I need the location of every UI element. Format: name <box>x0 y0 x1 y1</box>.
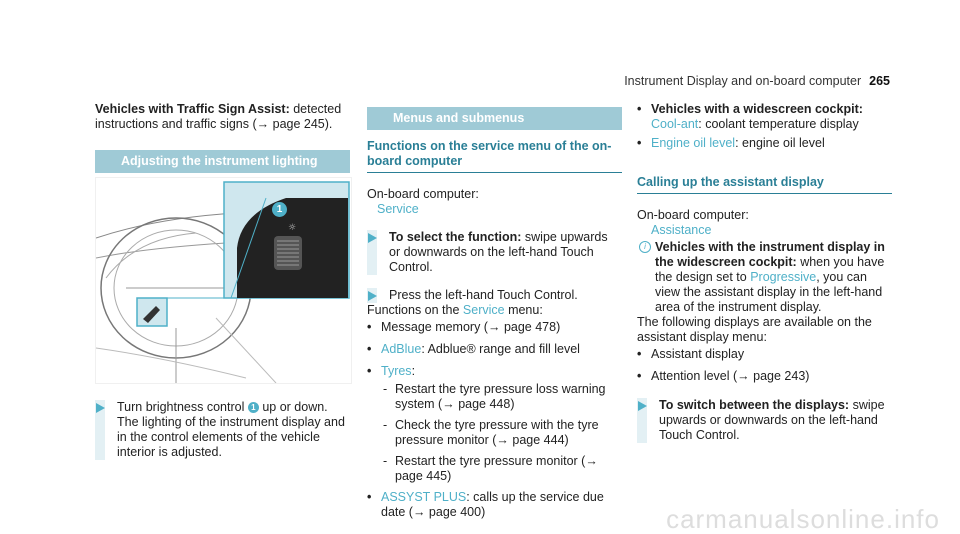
functions-text-a: Functions on the <box>367 303 463 317</box>
assistance-path: Assistance <box>651 223 712 237</box>
message-memory-text: Message memory (→ page 478) <box>381 320 561 334</box>
list-item: Vehicles with a widescreen cockpit: Cool… <box>637 102 892 132</box>
section-bar-menus: Menus and submenus <box>367 107 622 130</box>
functions-line: Functions on the Service menu: <box>367 303 622 318</box>
coolant-list: Vehicles with a widescreen cockpit: Cool… <box>637 102 892 151</box>
info-bold: Vehicles with the instrument display in … <box>655 240 885 269</box>
list-item: AdBlue: Adblue® range and fill level <box>367 342 622 357</box>
assistant-display-heading: Calling up the assistant display <box>637 175 892 194</box>
assyst-plus-text: : calls up the service due date (→ page … <box>381 490 604 519</box>
arrow-icon <box>96 403 105 413</box>
coolant-text: : coolant temperature display <box>698 117 859 131</box>
step-text-a: Turn brightness control <box>117 400 248 414</box>
tyres-colon: : <box>411 364 416 378</box>
switch-step-bold: To switch between the displays: <box>659 398 850 412</box>
brightness-step: Turn brightness control 1 up or down. Th… <box>95 400 350 460</box>
engine-oil-link[interactable]: Engine oil level <box>651 136 736 150</box>
assyst-plus-link[interactable]: ASSYST PLUS <box>381 490 467 504</box>
sublist-item: Restart the tyre pressure loss warning s… <box>381 382 622 412</box>
info-text-a: when you have the design set to <box>655 255 885 284</box>
service-menu-heading: Functions on the service menu of the on-… <box>367 139 622 173</box>
progressive-link[interactable]: Progressive <box>750 270 817 284</box>
step-text-b: up or down. <box>258 400 328 414</box>
list-item: Message memory (→ page 478) <box>367 320 622 335</box>
info-note: i Vehicles with the instrument display i… <box>637 240 892 315</box>
service-path: Service <box>377 202 419 216</box>
watermark: carmanualsonline.info <box>666 504 940 534</box>
list-item: Tyres: Restart the tyre pressure loss wa… <box>367 364 622 484</box>
coolant-link[interactable]: Cool-ant <box>651 117 699 131</box>
list-item: Attention level (→ page 243) <box>637 369 892 384</box>
step-result: The lighting of the instrument display a… <box>117 415 345 459</box>
info-icon: i <box>639 241 651 253</box>
obc-label: On-board computer: <box>367 187 479 201</box>
arrow-icon <box>368 233 377 243</box>
assistant-menu-list: Assistant display Attention level (→ pag… <box>637 347 892 384</box>
svg-text:☼: ☼ <box>288 223 296 233</box>
arrow-icon <box>638 401 647 411</box>
adblue-link[interactable]: AdBlue <box>381 342 422 356</box>
switch-step: To switch between the displays: swipe up… <box>637 398 892 443</box>
arrow-icon <box>368 291 377 301</box>
functions-text-b: menu: <box>504 303 543 317</box>
select-step-text: swipe upwards or downwards on the left-h… <box>389 230 608 274</box>
header-title: Instrument Display and on-board computer <box>624 74 862 88</box>
sublist-item: Check the tyre pressure with the tyre pr… <box>381 418 622 448</box>
list-item: ASSYST PLUS: calls up the service due da… <box>367 490 622 520</box>
traffic-sign-text: detected instructions and traffic signs … <box>95 102 342 131</box>
list-item: Assistant display <box>637 347 892 362</box>
control-1-icon: 1 <box>247 402 259 413</box>
column-left: Vehicles with Traffic Sign Assist: detec… <box>95 102 352 460</box>
engine-oil-text: : engine oil level <box>735 136 825 150</box>
following-text: The following displays are available on … <box>637 315 872 344</box>
traffic-sign-bold: Vehicles with Traffic Sign Assist: <box>95 102 290 116</box>
press-step-text: Press the left-hand Touch Control. <box>389 288 578 302</box>
select-step: To select the function: swipe upwards or… <box>367 230 622 275</box>
list-item: Engine oil level: engine oil level <box>637 136 892 151</box>
instrument-lighting-figure: ☼ 1 <box>95 177 352 384</box>
tyres-sublist: Restart the tyre pressure loss warning s… <box>381 382 622 484</box>
service-functions-list: Message memory (→ page 478) AdBlue: Adbl… <box>367 320 622 520</box>
page-header: Instrument Display and on-board computer… <box>624 74 890 89</box>
select-step-bold: To select the function: <box>389 230 522 244</box>
obc-label: On-board computer: <box>637 208 749 222</box>
adblue-text: : Adblue® range and fill level <box>421 342 580 356</box>
info-text-b: , you can view the assistant display in … <box>655 270 883 314</box>
sublist-item: Restart the tyre pressure monitor (→ pag… <box>381 454 622 484</box>
page-number: 265 <box>869 74 890 88</box>
service-link[interactable]: Service <box>462 303 505 317</box>
switch-step-text: swipe upwards or downwards on the left-h… <box>659 398 885 442</box>
widescreen-bold: Vehicles with a widescreen cockpit: <box>651 102 863 116</box>
callout-1-icon: 1 <box>272 202 287 217</box>
section-bar-lighting: Adjusting the instrument lighting <box>95 150 350 173</box>
column-middle: Menus and submenus Functions on the serv… <box>367 107 622 520</box>
dashboard-illustration: ☼ <box>96 178 351 383</box>
traffic-sign-paragraph: Vehicles with Traffic Sign Assist: detec… <box>95 102 350 132</box>
column-right: Vehicles with a widescreen cockpit: Cool… <box>637 102 892 443</box>
press-step: Press the left-hand Touch Control. <box>367 288 622 303</box>
tyres-link[interactable]: Tyres <box>381 364 412 378</box>
